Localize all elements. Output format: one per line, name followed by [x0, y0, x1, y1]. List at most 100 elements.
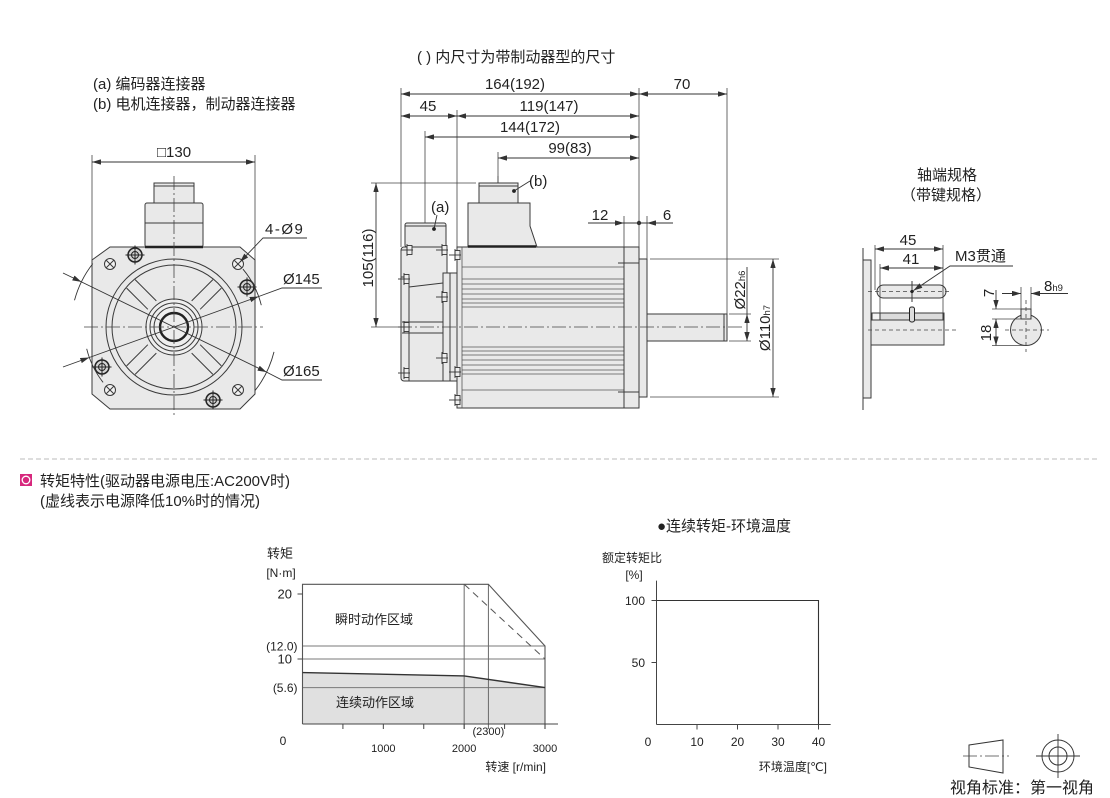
dia-145-dimension [89, 296, 259, 358]
tap-leader [913, 265, 1013, 291]
torque-section-note: (虚线表示电源降低10%时的情况) [40, 493, 260, 510]
section-marker-ring [21, 475, 31, 485]
connector-b-note: (b) 电机连接器，制动器连接器 [93, 96, 296, 113]
connector-a [404, 222, 447, 248]
mounting-hole-icon [104, 384, 116, 396]
reduced-voltage-boundary [463, 583, 546, 660]
spigot-diameter-label: Ø110h7 [757, 305, 774, 351]
mounting-hole-icon [232, 384, 244, 396]
shaft-diameter-value: Ø22 [732, 281, 749, 309]
spigot-diameter-value: Ø110 [757, 315, 774, 351]
dia-145-leader [258, 287, 322, 297]
mount-hole-leader [239, 237, 307, 263]
projection-label: 视角标准：第一视角 [950, 779, 1094, 797]
key-width-tolerance: h9 [1052, 283, 1063, 294]
screw-icon [448, 248, 462, 262]
key-width-label: 8h9 [1044, 278, 1063, 295]
motor-body [456, 246, 625, 409]
front-view: □130 [62, 144, 322, 416]
x-tick-label: 20 [731, 735, 745, 749]
connector-b-leader [513, 180, 531, 192]
leader-dot [432, 227, 436, 231]
y-tick-label: 10 [278, 652, 292, 667]
x-tick-label: 2000 [452, 743, 476, 755]
output-shaft [646, 313, 728, 342]
dia-165-leader [266, 371, 322, 381]
connector-a-leader [433, 214, 438, 230]
connector-b-label: (b) [529, 173, 547, 190]
tap-note: M3贯通 [955, 248, 1006, 265]
continuous-region-label: 连续动作区域 [336, 695, 414, 710]
y-axis-title: 额定转矩比 [602, 550, 662, 565]
encoder-length-label: 45 [420, 98, 437, 115]
shaft-end-title: 轴端规格 [917, 167, 977, 184]
origin-label: 0 [645, 735, 652, 749]
truncated-cone-icon [968, 739, 1004, 774]
dia-145-arc [86, 348, 104, 383]
instantaneous-region-label: 瞬时动作区域 [335, 612, 413, 627]
chart-title: ●连续转矩-环境温度 [657, 517, 791, 535]
spigot-length-label: 6 [663, 207, 671, 224]
connector-a-label: (a) [431, 199, 449, 216]
y-axis-unit: [N·m] [266, 566, 295, 580]
spigot-diameter-tolerance: h7 [762, 305, 773, 316]
y-reference-label: (12.0) [266, 640, 297, 654]
tap-hole-dot [910, 289, 914, 294]
shaft-length-label: 70 [674, 76, 691, 93]
connector-a-position-label: 144(172) [500, 119, 560, 136]
y-tick-label: 100 [625, 594, 645, 608]
key-width-value: 8 [1044, 278, 1052, 295]
cooling-fins [462, 266, 624, 391]
shaft-end-subtitle: （带键规格） [901, 187, 991, 204]
x-axis-title: 转速 [r/min] [485, 759, 546, 774]
mount-hole-label: 4-Ø9 [265, 221, 304, 238]
keyway-end [871, 312, 881, 321]
y-axis-unit: [%] [625, 568, 642, 582]
screw-icon [397, 272, 411, 286]
encoder-housing [400, 246, 448, 382]
connector-b-position-label: 99(83) [548, 140, 591, 157]
torque-section-title: 转矩特性(驱动器电源电压:AC200V时) [40, 473, 290, 490]
dimension-dot [636, 220, 642, 226]
keyway-length-label: 41 [903, 251, 920, 268]
x-axis-title: 环境温度[℃] [759, 759, 827, 774]
torque-section-heading: 转矩特性(驱动器电源电压:AC200V时) (虚线表示电源降低10%时的情况) [20, 473, 290, 510]
tap-hole-mark [909, 306, 915, 323]
dia-145-label: Ø145 [283, 271, 320, 288]
spigot [638, 258, 648, 398]
continuous-region-boundary [302, 671, 546, 689]
connector-b-base [467, 202, 538, 248]
flange-square-label: □130 [157, 144, 191, 161]
body-length-label: 119(147) [520, 98, 579, 115]
key-height-label: 7 [981, 289, 998, 297]
overall-length-label: 164(192) [485, 76, 545, 93]
origin-label: 0 [280, 734, 287, 748]
shaft-diameter-tolerance: h6 [737, 271, 748, 282]
height-label: 105(116) [360, 229, 377, 288]
y-tick-label: 20 [278, 587, 292, 602]
shaft-end-detail: 轴端规格 （带键规格） 45 41 M3贯通 7 18 [862, 167, 1068, 410]
bracket-note: ( ) 内尺寸为带制动器型的尺寸 [417, 49, 615, 66]
y-tick-label: 50 [632, 656, 646, 670]
dia-165-dimension [62, 272, 82, 283]
x-tick-label: 3000 [533, 743, 557, 755]
spokes [126, 279, 222, 375]
x-reference-label: (2300) [473, 726, 505, 738]
keyway-depth-label: 18 [978, 325, 995, 342]
side-view: 164(192) 70 45 119(147) 144(172) 99(83) … [360, 76, 779, 409]
x-tick-label: 30 [771, 735, 785, 749]
dia-165-label: Ø165 [283, 363, 320, 380]
dia-145-dimension [62, 357, 90, 368]
rated-torque-ratio-line [656, 599, 820, 725]
y-reference-label: (5.6) [273, 681, 298, 695]
connector-a-note: (a) 编码器连接器 [93, 76, 206, 93]
x-tick-label: 1000 [371, 743, 395, 755]
dia-165-arc [74, 263, 94, 301]
screw-icon [448, 393, 462, 407]
flange-plate [862, 259, 872, 399]
housing-detail [408, 282, 444, 288]
instantaneous-region-boundary [301, 583, 546, 729]
